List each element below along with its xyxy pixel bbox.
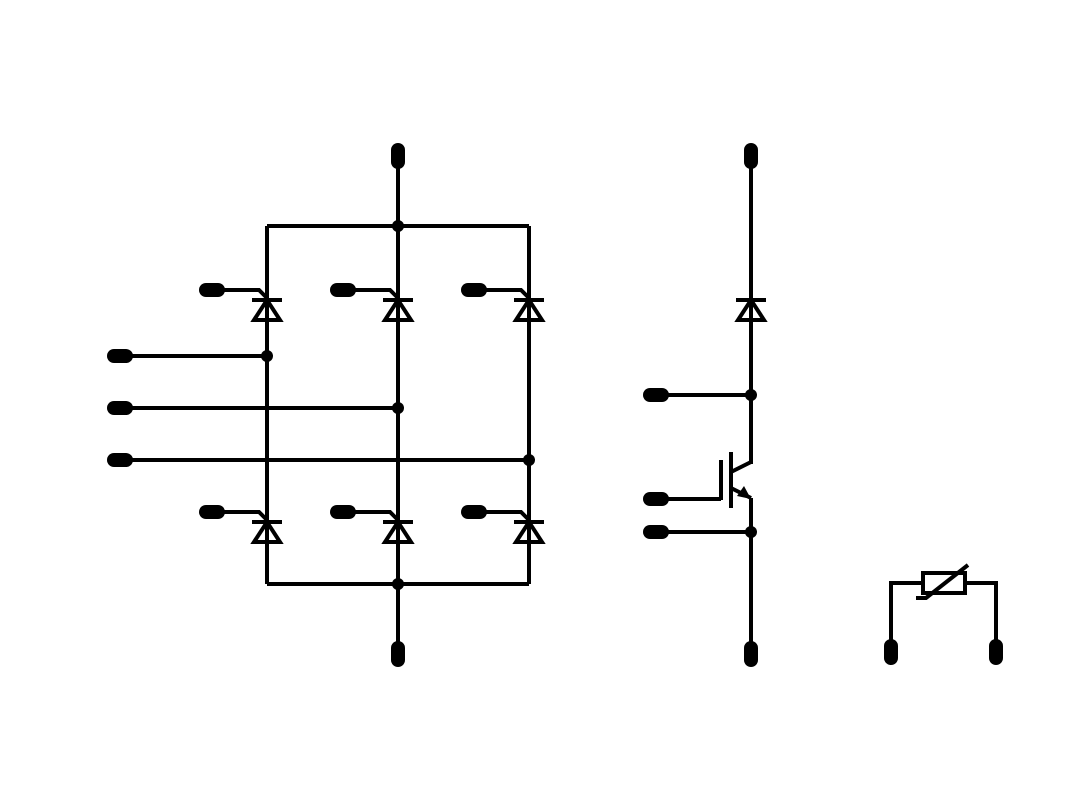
thyristor-lower-1 — [212, 510, 284, 544]
thyristor-upper-3 — [474, 288, 546, 322]
thermistor-slash — [916, 563, 970, 600]
ntc-left-lead — [889, 581, 923, 650]
junction-dot — [392, 220, 404, 232]
brake-chopper — [643, 143, 768, 667]
thyristor-upper-1 — [212, 288, 284, 322]
thyristor-lower-3 — [474, 510, 546, 544]
freewheel-diode — [734, 296, 768, 322]
thyristor-bridge — [107, 143, 546, 667]
ntc-thermistor — [884, 563, 1003, 665]
thermistor-body — [921, 571, 967, 595]
ntc-right-lead — [965, 581, 998, 650]
thyristor-lower-2 — [343, 510, 415, 544]
junction-dot — [392, 578, 404, 590]
thyristor-upper-2 — [343, 288, 415, 322]
igbt-symbol — [719, 452, 752, 508]
